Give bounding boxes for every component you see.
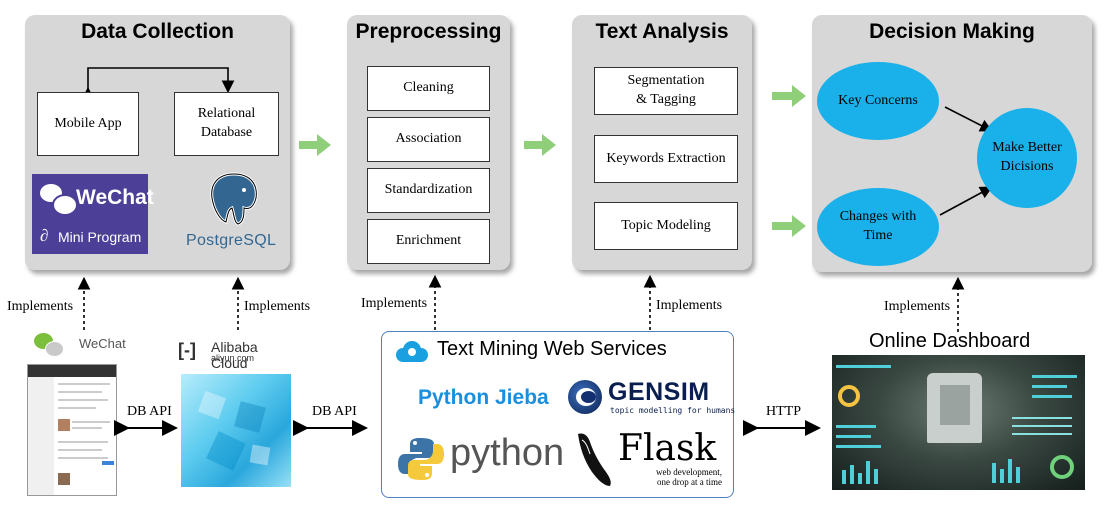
stage-title: Data Collection	[81, 20, 234, 43]
association-box: Association	[367, 117, 490, 162]
implements-label: Implements	[656, 298, 723, 313]
mini-program-text: Mini Program	[58, 229, 142, 245]
enrichment-box: Enrichment	[367, 219, 490, 264]
mini-program-icon: ∂	[40, 226, 49, 245]
wechat-mini-program-logo: WeChat ∂ Mini Program	[32, 174, 154, 254]
node-label: Make Better Dicisions	[992, 140, 1062, 174]
key-concerns-node: Key Concerns	[817, 62, 939, 140]
wechat-bubbles-icon	[34, 333, 64, 357]
python-jieba-logo: Python Jieba	[418, 386, 549, 409]
box-label: Association	[395, 131, 462, 147]
segmentation-box: Segmentation & Tagging	[594, 67, 738, 115]
wechat-bubbles-icon	[40, 184, 78, 216]
python-logo: python	[396, 430, 565, 488]
text-mining-services-panel: Text Mining Web Services Python Jieba GE…	[381, 331, 735, 498]
cloud-icon	[396, 340, 428, 362]
dashboard-screenshot	[832, 355, 1085, 490]
wechat-small-logo: WeChat	[34, 331, 144, 359]
alibaba-bracket-icon: [-]	[178, 340, 196, 360]
python-text: python	[450, 432, 565, 474]
implements-label: Implements	[884, 299, 951, 314]
postgresql-text: PostgreSQL	[186, 232, 277, 249]
make-better-decisions-node: Make Better Dicisions	[977, 108, 1077, 208]
box-label: Keywords Extraction	[606, 150, 726, 166]
node-label: Key Concerns	[838, 92, 918, 108]
topic-modeling-box: Topic Modeling	[594, 202, 738, 250]
dashboard-title: Online Dashboard	[869, 330, 1031, 352]
cleaning-box: Cleaning	[367, 66, 490, 111]
gensim-text: GENSIM	[608, 378, 710, 406]
stage-title: Preprocessing	[355, 20, 502, 43]
python-snake-icon	[398, 438, 444, 480]
box-label: Topic Modeling	[621, 217, 711, 233]
stage-title: Text Analysis	[595, 20, 729, 43]
wechat-phone-screenshot	[27, 364, 117, 496]
standardization-box: Standardization	[367, 168, 490, 213]
flask-horn-icon	[578, 433, 611, 486]
flow-arrow-2	[524, 134, 556, 156]
implements-label: Implements	[244, 299, 311, 314]
stage-title: Decision Making	[869, 20, 1035, 43]
box-label: Cleaning	[403, 80, 454, 96]
alibaba-cloud-logo: [-] Alibaba Cloud aliyun.com	[178, 338, 298, 371]
flask-text: Flask	[618, 428, 717, 469]
alibaba-cloud-text: Alibaba Cloud	[211, 339, 258, 371]
gensim-tagline: topic modelling for humans	[610, 406, 736, 415]
db-api-label: DB API	[127, 404, 172, 419]
gensim-logo: GENSIM topic modelling for humans	[568, 378, 735, 418]
relational-db-box: Relational Database	[174, 92, 279, 156]
aliyun-text: aliyun.com	[211, 353, 255, 363]
elephant-icon	[210, 172, 258, 226]
keywords-box: Keywords Extraction	[594, 135, 738, 183]
db-api-label: DB API	[312, 404, 357, 419]
box-label: Relational Database	[197, 106, 256, 140]
mobile-app-box: Mobile App	[37, 92, 139, 156]
box-label: Mobile App	[54, 115, 122, 131]
flow-arrow-3	[772, 85, 806, 107]
alibaba-cubes-image	[181, 374, 291, 487]
wechat-small-text: WeChat	[79, 336, 126, 351]
box-label: Enrichment	[395, 233, 462, 249]
http-label: HTTP	[766, 404, 801, 419]
services-title: Text Mining Web Services	[437, 338, 667, 360]
flask-logo: Flask web development, one drop at a tim…	[572, 428, 730, 492]
flow-arrow-1	[299, 134, 331, 156]
changes-with-time-node: Changes with Time	[817, 188, 939, 266]
flask-tagline: web development, one drop at a time	[656, 467, 722, 487]
postgresql-logo: PostgreSQL	[186, 170, 286, 260]
box-label: Standardization	[384, 182, 473, 198]
node-label: Changes with Time	[839, 209, 917, 243]
flow-arrow-4	[772, 215, 806, 237]
box-label: Segmentation & Tagging	[627, 73, 705, 107]
implements-label: Implements	[7, 299, 74, 314]
implements-label: Implements	[361, 296, 428, 311]
wechat-brand-text: WeChat	[76, 186, 154, 209]
